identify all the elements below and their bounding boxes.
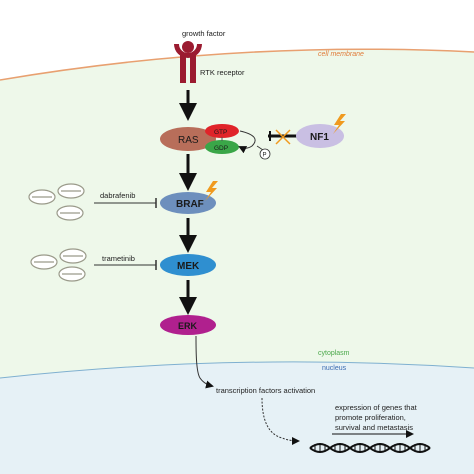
phosphate-link	[256, 145, 264, 151]
braf-node	[160, 192, 216, 214]
expression-line-3: survival and metastasis	[335, 423, 413, 432]
rtk-receptor-label: RTK receptor	[200, 68, 245, 77]
phosphate-node	[259, 148, 271, 160]
rtk-receptor	[174, 41, 202, 83]
mutation-cross-2	[275, 129, 291, 145]
cell-membrane-line	[0, 48, 474, 81]
arrow-transcription-to-dna	[261, 397, 300, 445]
braf-label: BRAF	[176, 199, 204, 210]
trametinib-label: trametinib	[102, 254, 135, 263]
expression-line-1: expression of genes that	[335, 403, 418, 412]
erk-label: ERK	[178, 321, 198, 331]
gtp-node	[205, 124, 239, 138]
nf1-node	[296, 124, 344, 148]
cytoplasm-label: cytoplasm	[318, 350, 350, 357]
expression-line-2: promote proliferation,	[335, 413, 406, 422]
erk-node	[160, 315, 216, 335]
phosphate-label: P	[263, 153, 267, 159]
mek-node	[160, 254, 216, 276]
nf1-label: NF1	[310, 132, 329, 143]
ras-label: RAS	[178, 135, 199, 146]
arrow-erk-to-transcription	[195, 335, 214, 389]
transcription-label: transcription factors activation	[216, 386, 315, 395]
nuclear-envelope-line	[0, 361, 474, 379]
pill-icon	[28, 183, 85, 221]
dna-icon	[309, 443, 431, 453]
hydrolysis-arrow	[238, 130, 256, 154]
cell-membrane-label: cell membrane	[318, 51, 364, 58]
dabrafenib-label: dabrafenib	[100, 191, 135, 200]
gtp-label: GTP	[214, 129, 227, 136]
mutation-bolt-icon	[205, 181, 218, 201]
nucleus-label: nucleus	[322, 365, 347, 372]
mek-label: MEK	[177, 261, 200, 272]
ras-node	[160, 127, 216, 151]
mutation-bolt-icon	[333, 114, 346, 134]
growth-factor-label: growth factor	[182, 29, 226, 38]
pill-icon	[30, 248, 87, 282]
gdp-node	[205, 140, 239, 154]
gdp-label: GDP	[214, 145, 228, 152]
